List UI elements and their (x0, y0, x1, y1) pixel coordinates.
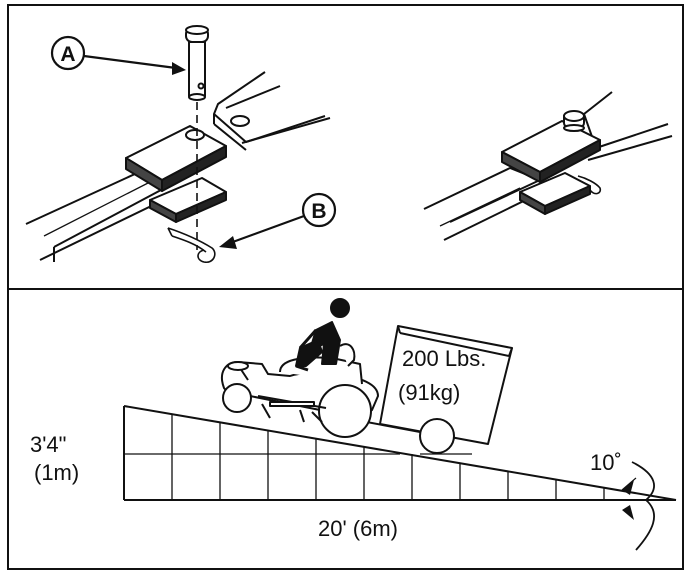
mower-body (220, 343, 379, 438)
bottom-panel-border (7, 288, 684, 570)
hitch-upper-plate-installed (501, 120, 601, 183)
hitch-upper-plate (125, 125, 227, 192)
hairpin-clip-installed (577, 175, 602, 195)
tow-bar-right (423, 167, 541, 241)
callout-b: B (219, 192, 337, 249)
slope-height-label: 3'4" (30, 432, 66, 457)
rear-wheel (318, 384, 372, 438)
hitch-lower-plate (149, 177, 227, 223)
operator-figure (295, 298, 350, 372)
load-weight-metric-label: (91kg) (398, 380, 460, 405)
clevis-pin (185, 25, 209, 101)
callout-b-label: B (311, 200, 326, 223)
trailer-wheel (419, 418, 455, 454)
hitch-assembly-installed (423, 91, 673, 241)
callout-a-label: A (60, 43, 75, 66)
riding-mower-with-load (220, 298, 513, 454)
hitch-lower-plate-installed (519, 172, 591, 215)
hitch-tongue-installed (583, 91, 673, 161)
clevis-pin-installed (563, 110, 585, 132)
slope-length-label: 20' (6m) (318, 516, 398, 541)
load-weight-label: 200 Lbs. (402, 346, 486, 371)
hitch-assembly-exploded (25, 25, 331, 263)
arrow-head-icon (219, 236, 237, 249)
trailer-cart (355, 325, 513, 454)
slope-height-metric-label: (1m) (34, 460, 79, 485)
angle-indicator (621, 461, 655, 551)
hitch-tongue (213, 71, 331, 151)
front-wheel (222, 383, 252, 413)
arrow-head-icon (172, 62, 186, 75)
callout-a: A (50, 35, 186, 75)
slope-grid (123, 405, 677, 501)
slope-angle-label: 10˚ (590, 450, 622, 475)
hairpin-clip (167, 227, 216, 263)
